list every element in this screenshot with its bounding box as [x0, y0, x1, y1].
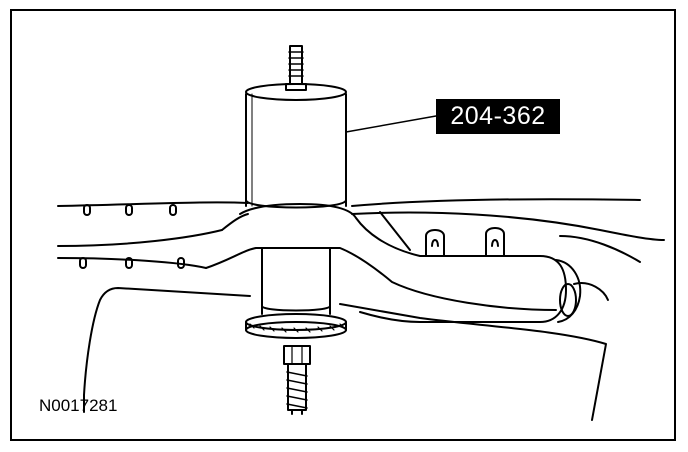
- lower-shaft-assembly: [245, 247, 347, 415]
- figure-id-label: N0017281: [39, 396, 118, 415]
- tool-number-callout: 204-362: [436, 99, 560, 134]
- lower-control-arm: [205, 203, 609, 323]
- callout-leader-line: [345, 115, 437, 133]
- frame-rail: [57, 198, 665, 269]
- housing-outline: [83, 287, 607, 421]
- tool-204-362: [245, 45, 347, 209]
- figure-frame: [10, 9, 676, 441]
